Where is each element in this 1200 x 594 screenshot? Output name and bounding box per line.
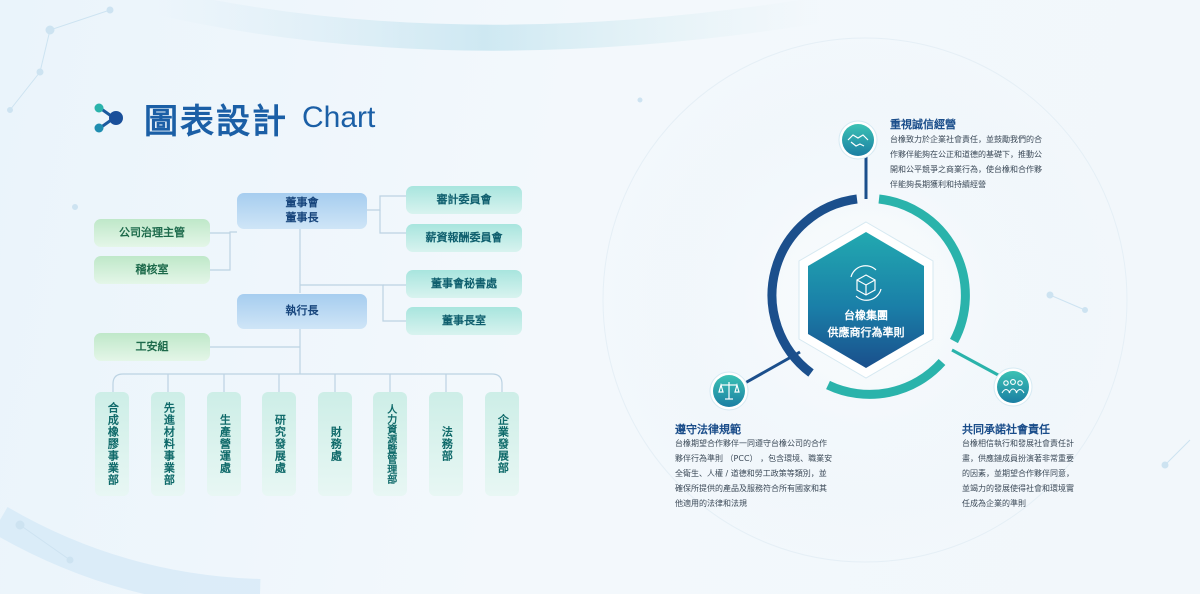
section-title-integrity: 重視誠信經營 xyxy=(890,118,956,131)
division-node: 先進材料事業部 xyxy=(151,392,185,496)
section-body-compliance: 台橡期望合作夥伴一同遵守台橡公司的合作 夥伴行為準則 （PCC） ，包含環境、職… xyxy=(675,439,833,508)
page-title: 圖表設計 xyxy=(144,101,288,142)
division-node: 法務部 xyxy=(429,392,463,496)
page-title-en: Chart xyxy=(302,101,376,134)
center-label: 台橡集團 供應商行為準則 xyxy=(827,309,905,339)
board-label: 董事會 xyxy=(285,196,319,210)
board-secretariat-node: 董事會秘書處 xyxy=(406,270,522,298)
ceo-node: 執行長 xyxy=(237,294,367,329)
division-node: 財務處 xyxy=(318,392,352,496)
division-node: 研究發展處 xyxy=(262,392,296,496)
section-title-compliance: 遵守法律規範 xyxy=(675,423,741,436)
board-node: 董事會董事長 xyxy=(237,193,367,229)
division-node: 人力資源暨管理部 xyxy=(373,392,407,496)
chairman-label: 董事長 xyxy=(285,211,319,224)
page-header: 圖表設計 Chart xyxy=(92,96,376,142)
safety-group-node: 工安組 xyxy=(94,333,210,361)
division-node: 企業發展部 xyxy=(485,392,519,496)
molecule-icon xyxy=(94,103,123,133)
governance-officer-node: 公司治理主管 xyxy=(94,219,210,247)
section-title-social-responsibility: 共同承諾社會責任 xyxy=(962,423,1050,436)
division-node: 生產營運處 xyxy=(207,392,241,496)
section-body-integrity: 台橡致力於企業社會責任，並鼓勵我們的合 作夥伴能夠在公正和道德的基礎下，推動公 … xyxy=(890,135,1042,189)
section-body-social-responsibility: 台橡相信執行和發展社會責任計 畫，供應鏈成員扮演著非常重要 的因素，並期望合作夥… xyxy=(962,439,1074,508)
audit-office-node: 稽核室 xyxy=(94,256,210,284)
audit-committee-node: 審計委員會 xyxy=(406,186,522,214)
compensation-committee-node: 薪資報酬委員會 xyxy=(406,224,522,252)
division-node: 合成橡膠事業部 xyxy=(95,392,129,496)
chairman-office-node: 董事長室 xyxy=(406,307,522,335)
